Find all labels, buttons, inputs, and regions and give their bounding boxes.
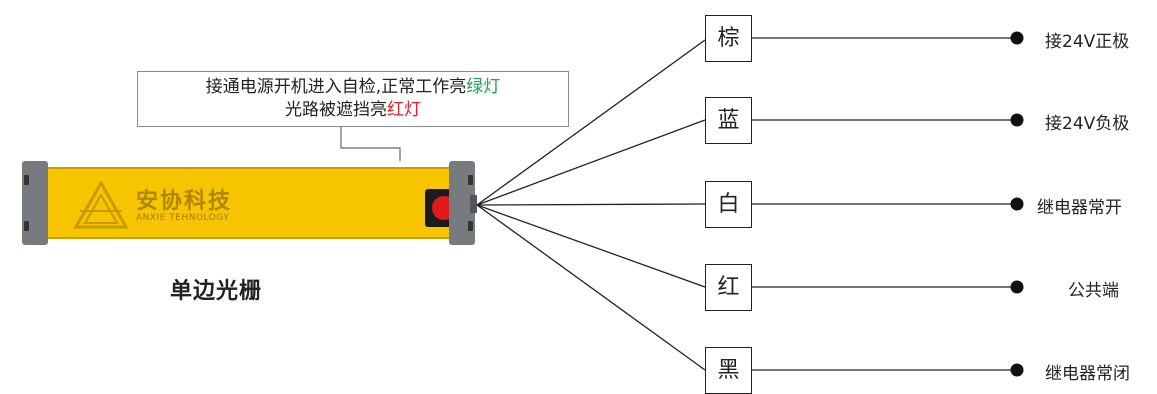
mount-slot [468, 175, 473, 185]
single-side-light-curtain: 安协科技 ANXIE TEHNOLOGY [22, 161, 477, 245]
wire-box-black: 黑 [705, 347, 752, 394]
terminal-dot [1010, 197, 1024, 211]
callout-line-1: 接通电源开机进入自检,正常工作亮绿灯 [205, 77, 501, 97]
mount-slot [24, 175, 29, 185]
wire-line-black [476, 204, 706, 371]
wire-line-blue [476, 119, 706, 206]
wire-function-label: 公共端 [1068, 281, 1119, 301]
device-label: 单边光栅 [170, 278, 263, 303]
terminal-dot [1010, 31, 1024, 45]
callout-leader [340, 127, 401, 161]
red-light-text: 红灯 [387, 100, 421, 120]
wire-function-label: 接24V负极 [1045, 114, 1130, 134]
wire-function-label: 接24V正极 [1045, 32, 1130, 52]
terminal-dot [1010, 363, 1024, 377]
wire-line-red [476, 204, 706, 288]
wire-function-label: 继电器常开 [1037, 198, 1122, 218]
terminal-dot [1010, 113, 1024, 127]
mount-slot [468, 221, 473, 231]
mount-slot [24, 221, 29, 231]
wire-line-brown [476, 39, 706, 206]
wire-box-blue: 蓝 [705, 97, 752, 144]
wire-box-white: 白 [705, 181, 752, 228]
device-body: 安协科技 ANXIE TEHNOLOGY [48, 167, 463, 239]
brand-name-en: ANXIE TEHNOLOGY [136, 213, 230, 223]
wire-line-white [476, 203, 706, 206]
callout-line-2: 光路被遮挡亮红灯 [285, 100, 421, 120]
wire-box-red: 红 [705, 264, 752, 311]
brand-name-cn: 安协科技 [136, 189, 233, 214]
cable-connector [470, 195, 477, 213]
left-end-cap [22, 161, 48, 245]
startup-callout: 接通电源开机进入自检,正常工作亮绿灯 光路被遮挡亮红灯 [137, 71, 569, 127]
green-light-text: 绿灯 [466, 77, 501, 97]
wire-function-label: 继电器常闭 [1045, 364, 1130, 384]
wire-box-brown: 棕 [705, 15, 752, 62]
brand-logo-icon [74, 181, 128, 229]
terminal-dot [1010, 280, 1024, 294]
